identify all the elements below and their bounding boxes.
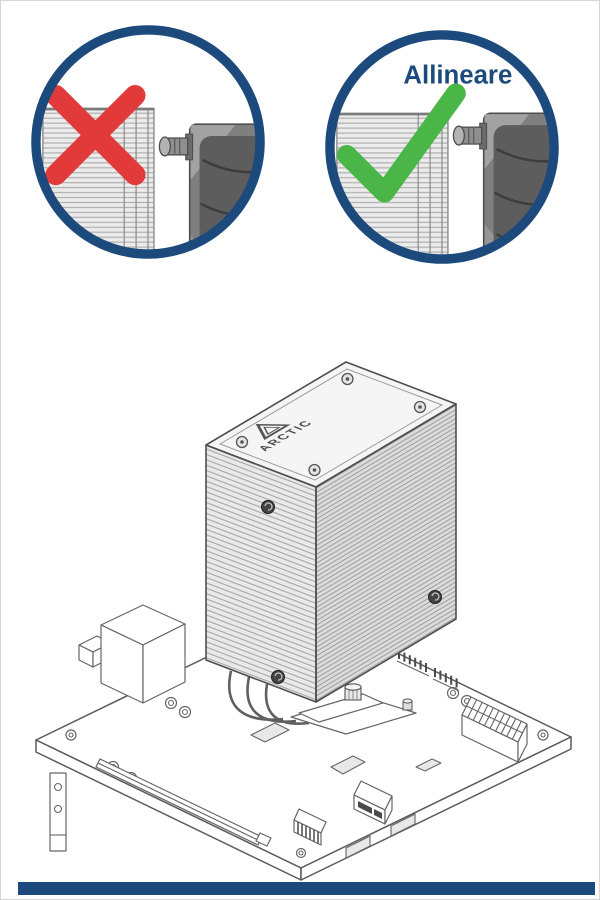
align-label: Allineare	[403, 62, 512, 90]
fan-mount-screws	[261, 500, 442, 684]
pcie-bracket	[49, 772, 67, 852]
x-icon	[45, 84, 146, 186]
callout-correct-alignment: Allineare	[325, 30, 559, 264]
cooler-install-illustration: ARCTIC	[35, 361, 572, 881]
check-icon	[336, 83, 466, 203]
callout-ring	[31, 25, 265, 259]
motherboard	[35, 604, 572, 881]
fins-left-face	[206, 445, 316, 702]
thumbscrew	[344, 683, 362, 701]
usb-header	[293, 808, 327, 846]
top-plate-screws	[235, 372, 427, 477]
edge-connectors	[345, 813, 416, 859]
pin-headers	[396, 650, 460, 692]
mounting-crossbar	[298, 693, 384, 723]
heatpipes-and-mount	[228, 670, 417, 735]
spring-screw	[402, 698, 413, 711]
callout-ring	[325, 30, 559, 264]
pcie-slot	[95, 758, 272, 847]
callout-wrong-alignment	[31, 25, 265, 259]
top-plate	[206, 362, 456, 487]
sata-ports	[353, 780, 393, 825]
fins-right-face	[316, 404, 456, 702]
chips	[250, 722, 442, 775]
io-heatsink-box	[78, 604, 186, 704]
footer-accent-bar	[18, 882, 595, 895]
heatsink-tower: ARCTIC	[205, 361, 457, 703]
atx-24pin-connector	[461, 696, 528, 763]
